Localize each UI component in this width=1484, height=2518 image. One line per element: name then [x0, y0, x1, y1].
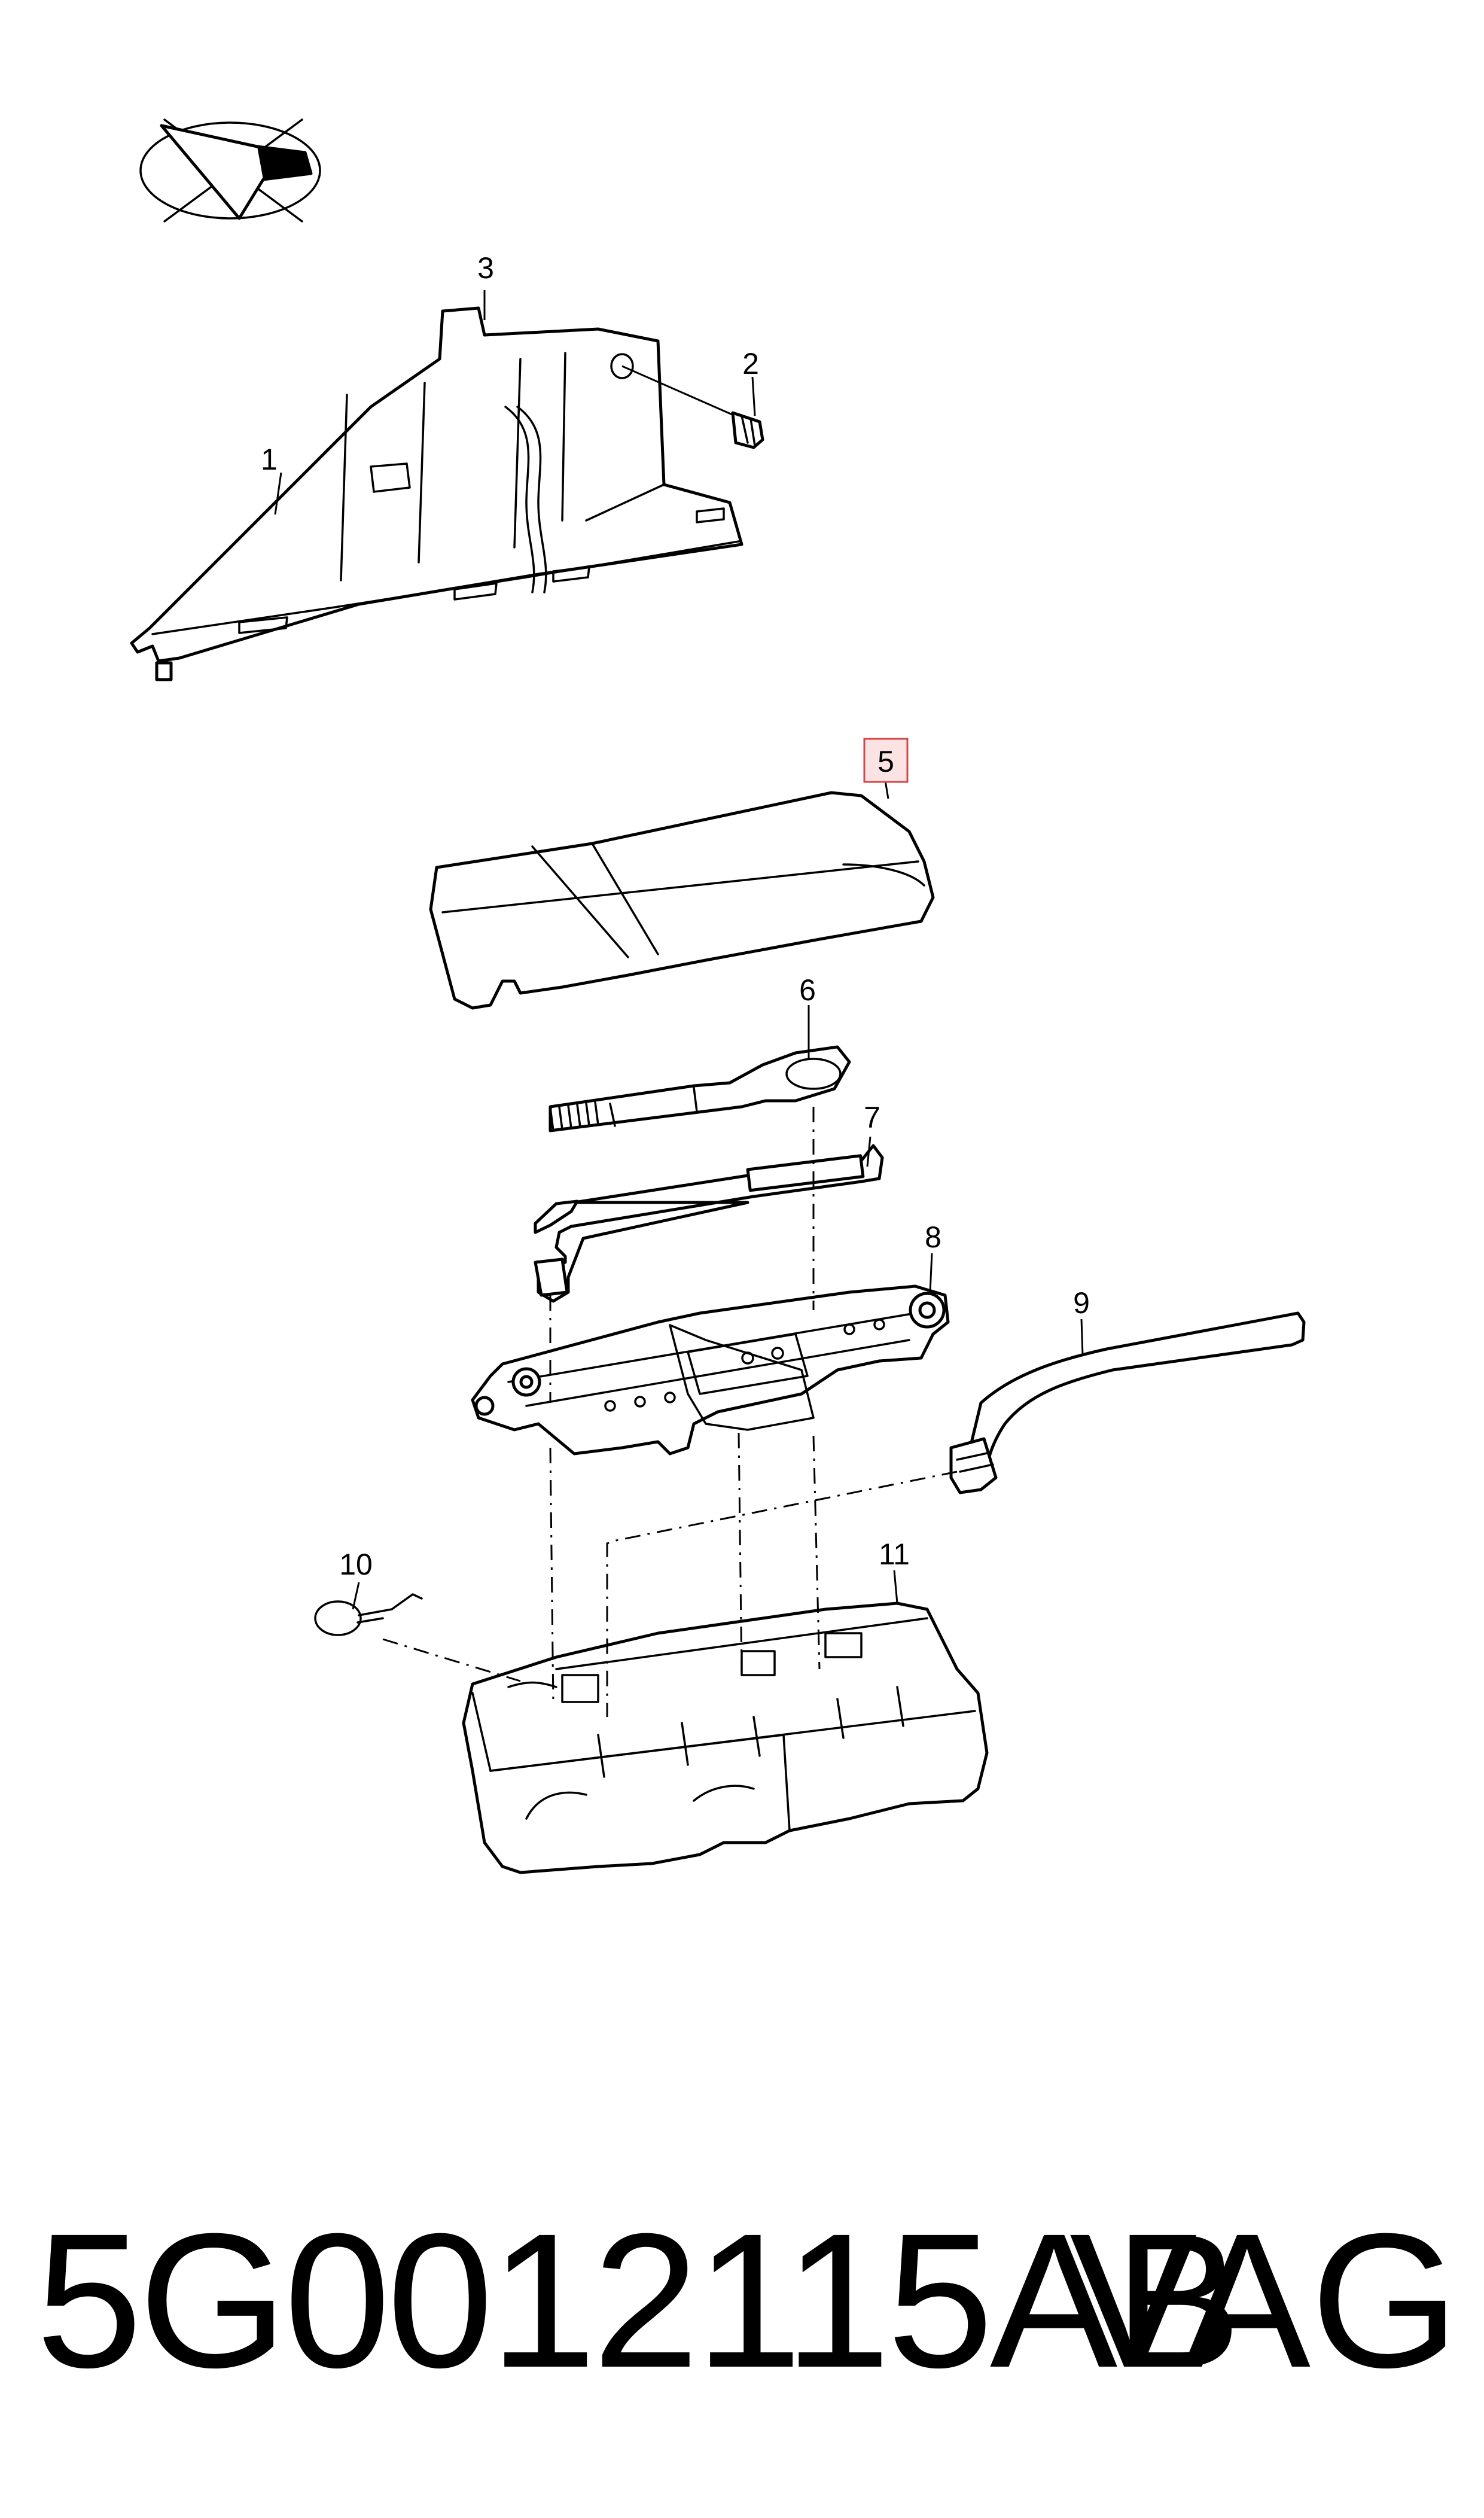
part-2-screw [621, 365, 764, 449]
direction-arrow-icon [139, 118, 321, 223]
callout-5-highlight-box [863, 738, 909, 783]
part-1-bracket [130, 306, 743, 681]
part-11-tool-tray [462, 1601, 989, 1874]
callout-2: 2 [742, 347, 759, 380]
callout-8: 8 [925, 1220, 941, 1254]
callouts: 1 2 3 5 6 7 8 9 10 11 [261, 251, 1090, 1581]
part-10-spring-clip [314, 1593, 423, 1636]
callout-3: 3 [477, 251, 494, 285]
part-6-wheel-brace [548, 1045, 851, 1132]
part-7-crank-handle [534, 1144, 884, 1303]
part-number: 5G0012115AB [36, 2193, 1242, 2407]
callout-5: 5 [877, 745, 894, 778]
callout-11: 11 [879, 1537, 910, 1571]
callout-6: 6 [799, 973, 816, 1007]
callout-7: 7 [864, 1101, 880, 1134]
footer: 5G0012115AB VAG [36, 2202, 1459, 2399]
assembly-lines [382, 1107, 958, 1717]
callout-9: 9 [1073, 1286, 1090, 1320]
brand-name: VAG [1069, 2193, 1459, 2407]
part-9-tow-tube [949, 1311, 1306, 1494]
callout-10: 10 [339, 1548, 373, 1581]
callout-leaders [274, 290, 1084, 1610]
callout-1: 1 [261, 443, 278, 476]
part-8-scissor-jack [471, 1284, 950, 1456]
part-5-cover [429, 791, 935, 1010]
